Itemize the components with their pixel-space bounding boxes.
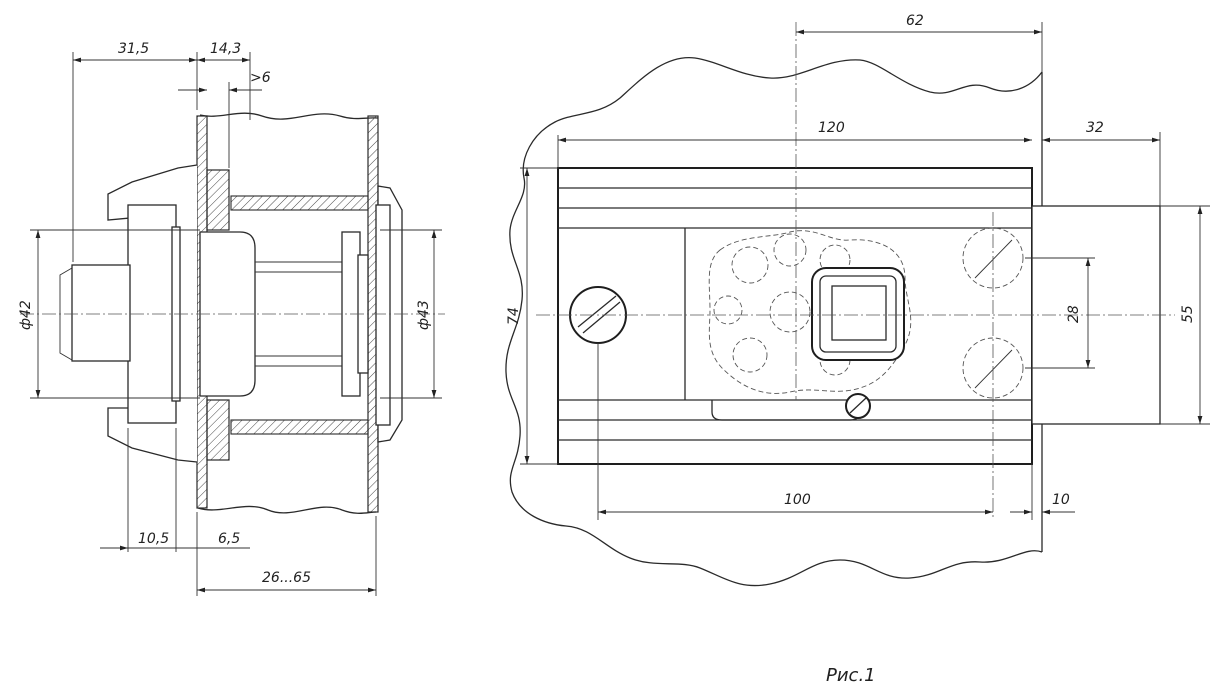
dim-74: 74: [506, 307, 522, 325]
dim-62: 62: [906, 13, 924, 29]
dim-55: 55: [1180, 305, 1196, 323]
dim-31-5: 31,5: [118, 41, 149, 57]
left-section-view: 31,5 14,3 >6 ф42 ф43 10,5 6,5 26...65: [18, 41, 445, 596]
screw-small: [845, 393, 871, 419]
dim-phi42: ф42: [18, 300, 34, 330]
dim-phi43: ф43: [416, 300, 432, 330]
dim-14-3: 14,3: [210, 41, 241, 57]
right-front-view: 62 120 32 74 28 55 100 10: [505, 13, 1210, 587]
dim-28: 28: [1066, 305, 1082, 323]
dim-100: 100: [784, 492, 811, 508]
dim-120: 120: [818, 120, 845, 136]
figure-caption: Рис.1: [826, 665, 876, 686]
dim-6-5: 6,5: [218, 531, 240, 547]
dim-32: 32: [1086, 120, 1104, 136]
dim-gt6: >6: [250, 70, 271, 86]
dim-10: 10: [1052, 492, 1070, 508]
dim-26-65: 26...65: [262, 570, 311, 586]
dim-10-5: 10,5: [138, 531, 169, 547]
